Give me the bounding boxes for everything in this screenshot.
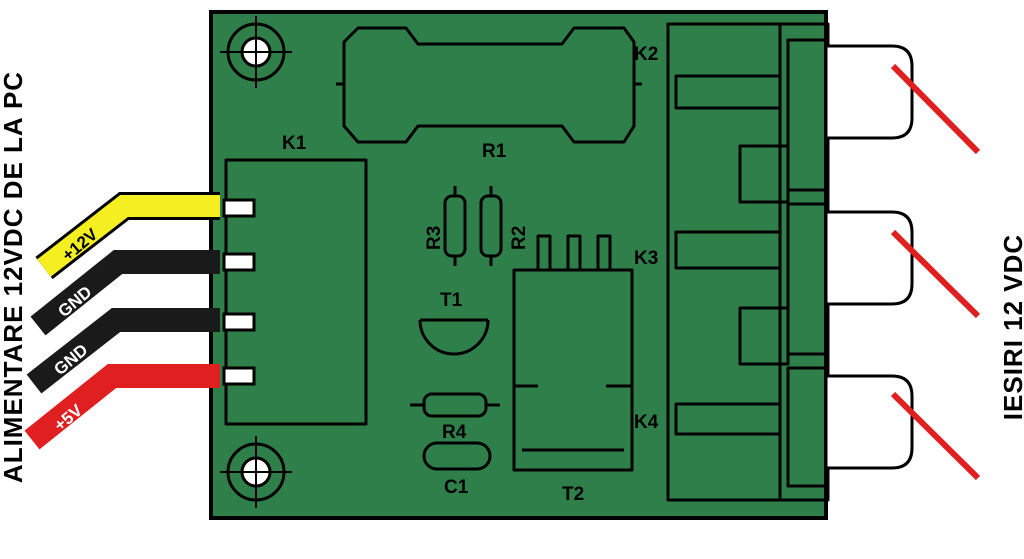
pcb-board bbox=[209, 10, 828, 520]
resistor-r2 bbox=[479, 186, 503, 266]
capacitor-c1 bbox=[422, 441, 492, 471]
mounting-hole-top bbox=[220, 16, 292, 88]
output-connectors-housing bbox=[666, 22, 830, 502]
label-r2: R2 bbox=[509, 226, 530, 250]
output-wire-2 bbox=[890, 229, 981, 319]
label-k2: K2 bbox=[634, 44, 658, 65]
resistor-r1-outline bbox=[342, 26, 636, 144]
label-c1: C1 bbox=[444, 477, 469, 498]
output-wire-1 bbox=[890, 63, 981, 155]
regulator-t2 bbox=[512, 234, 634, 472]
label-r1: R1 bbox=[482, 141, 507, 162]
output-plug-2 bbox=[824, 210, 914, 306]
resistor-r3 bbox=[443, 186, 467, 266]
output-wire-3 bbox=[890, 391, 981, 481]
left-power-label: ALIMENTARE 12VDC DE LA PC bbox=[0, 71, 28, 483]
input-wire-plus5v: +5V bbox=[24, 364, 220, 450]
mounting-hole-bottom bbox=[220, 436, 292, 508]
connector-k1 bbox=[224, 158, 368, 426]
label-r4: R4 bbox=[442, 422, 467, 443]
right-outputs-label: IESIRI 12 VDC bbox=[998, 234, 1024, 420]
label-r3: R3 bbox=[424, 226, 445, 250]
output-plug-3 bbox=[824, 374, 914, 470]
label-t2: T2 bbox=[562, 484, 584, 505]
label-k4: K4 bbox=[634, 412, 659, 433]
output-plug-1 bbox=[824, 44, 914, 140]
label-k1: K1 bbox=[282, 133, 307, 154]
label-k3: K3 bbox=[634, 248, 658, 269]
label-t1: T1 bbox=[440, 290, 463, 311]
resistor-r4 bbox=[410, 392, 500, 418]
transistor-t1 bbox=[418, 319, 490, 356]
